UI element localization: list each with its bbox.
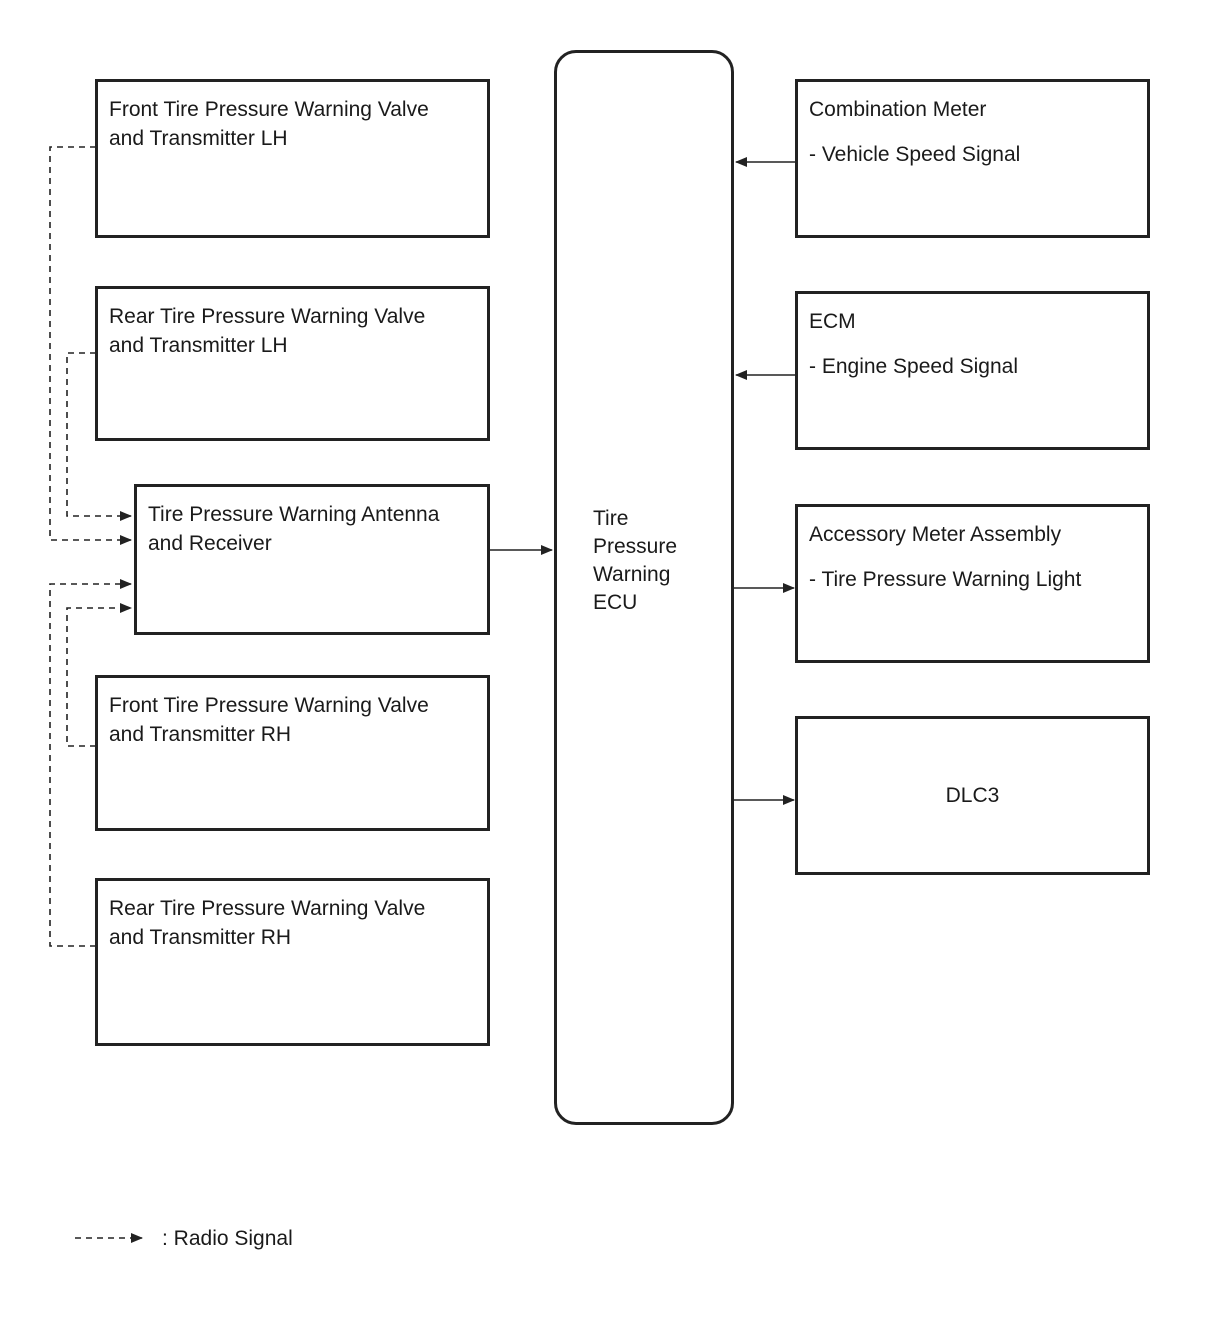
tire-pressure-warning-light-label: - Tire Pressure Warning Light	[809, 568, 1082, 591]
combination-meter-box: Combination Meter - Vehicle Speed Signal	[795, 79, 1150, 238]
rear-lh-transmitter-box: Rear Tire Pressure Warning Valve and Tra…	[95, 286, 490, 441]
antenna-receiver-box: Tire Pressure Warning Antenna and Receiv…	[134, 484, 490, 635]
engine-speed-signal-label: - Engine Speed Signal	[809, 355, 1018, 378]
radio-line-rear-rh	[49, 579, 132, 947]
ecm-label: ECM	[809, 310, 856, 333]
dlc3-label: DLC3	[945, 783, 1000, 807]
radio-line-front-lh	[49, 146, 132, 545]
radio-line-rear-lh	[66, 352, 132, 521]
combination-meter-label: Combination Meter	[809, 98, 987, 121]
legend: : Radio Signal	[74, 1222, 374, 1256]
radio-line-front-rh	[66, 603, 132, 747]
rear-rh-transmitter-label: Rear Tire Pressure Warning Valve and Tra…	[109, 897, 426, 949]
ecu-label: Tire Pressure Warning ECU	[593, 507, 678, 614]
rear-lh-transmitter-label: Rear Tire Pressure Warning Valve and Tra…	[109, 305, 426, 357]
legend-radio-signal-label: : Radio Signal	[162, 1227, 293, 1250]
front-rh-transmitter-label: Front Tire Pressure Warning Valve and Tr…	[109, 694, 429, 746]
vehicle-speed-signal-label: - Vehicle Speed Signal	[809, 143, 1021, 166]
tire-pressure-warning-ecu: Tire Pressure Warning ECU	[554, 50, 734, 1125]
front-lh-transmitter-box: Front Tire Pressure Warning Valve and Tr…	[95, 79, 490, 238]
antenna-receiver-label: Tire Pressure Warning Antenna and Receiv…	[148, 503, 440, 555]
dlc3-box: DLC3	[795, 716, 1150, 875]
ecm-box: ECM - Engine Speed Signal	[795, 291, 1150, 450]
rear-rh-transmitter-box: Rear Tire Pressure Warning Valve and Tra…	[95, 878, 490, 1046]
accessory-meter-label: Accessory Meter Assembly	[809, 523, 1062, 546]
front-rh-transmitter-box: Front Tire Pressure Warning Valve and Tr…	[95, 675, 490, 831]
front-lh-transmitter-label: Front Tire Pressure Warning Valve and Tr…	[109, 98, 429, 150]
accessory-meter-box: Accessory Meter Assembly - Tire Pressure…	[795, 504, 1150, 663]
